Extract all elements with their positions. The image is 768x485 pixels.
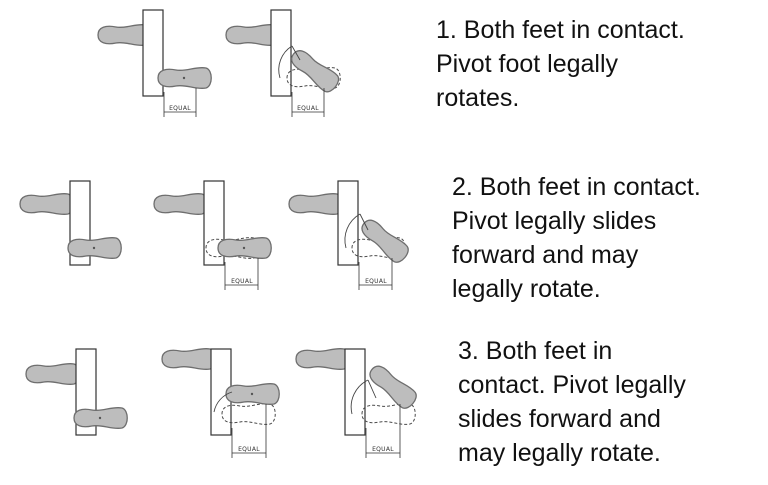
- equal-label: EQUAL: [238, 446, 260, 453]
- caption-1-line-2: Pivot foot legally: [436, 50, 619, 78]
- caption-3-line-4: may legally rotate.: [458, 439, 661, 467]
- equal-label: EQUAL: [365, 278, 387, 285]
- caption-2-line-2: Pivot legally slides: [452, 207, 657, 235]
- row-2-figure-1: [19, 180, 122, 266]
- rotation-arc: [278, 45, 293, 79]
- caption-1-line-3: rotates.: [436, 84, 520, 112]
- line-marker: [270, 9, 292, 97]
- row-1-figure-1: EQUAL: [97, 9, 212, 117]
- equal-label: EQUAL: [372, 446, 394, 453]
- rotation-arc: [350, 379, 369, 415]
- non-pivot-foot: [25, 362, 80, 386]
- caption-2: 2. Both feet in contact. Pivot legally s…: [452, 170, 701, 306]
- row-3-figure-1: [25, 348, 128, 436]
- line-marker: [337, 180, 359, 266]
- caption-3-line-3: slides forward and: [458, 405, 661, 433]
- caption-1-line-1: 1. Both feet in contact.: [436, 16, 685, 44]
- caption-2-line-4: legally rotate.: [452, 275, 601, 303]
- non-pivot-foot: [295, 347, 350, 371]
- non-pivot-foot: [161, 347, 216, 371]
- row-1-figure-2: EQUAL: [225, 9, 343, 117]
- equal-label: EQUAL: [231, 278, 253, 285]
- pivot-foot-rotated: [364, 360, 421, 413]
- equal-label: EQUAL: [297, 105, 319, 112]
- non-pivot-foot: [288, 192, 343, 216]
- caption-3-line-1: 3. Both feet in: [458, 337, 613, 365]
- caption-1: 1. Both feet in contact. Pivot foot lega…: [436, 13, 685, 115]
- non-pivot-foot: [153, 192, 208, 216]
- row-2-figure-2: EQUAL: [153, 180, 272, 290]
- row-3-figure-2: EQUAL: [161, 347, 280, 458]
- caption-2-line-1: 2. Both feet in contact.: [452, 173, 701, 201]
- pivot-foot-rotated: [286, 45, 343, 96]
- caption-3-line-2: contact. Pivot legally: [458, 371, 686, 399]
- caption-3: 3. Both feet in contact. Pivot legally s…: [458, 334, 686, 470]
- row-3-figure-3: EQUAL: [295, 347, 421, 458]
- equal-label: EQUAL: [169, 105, 191, 112]
- caption-2-line-3: forward and may: [452, 241, 639, 269]
- row-2-figure-3: EQUAL: [288, 180, 413, 290]
- rotation-arc: [344, 213, 361, 249]
- non-pivot-foot: [19, 192, 74, 216]
- rotation-arc: [213, 391, 233, 413]
